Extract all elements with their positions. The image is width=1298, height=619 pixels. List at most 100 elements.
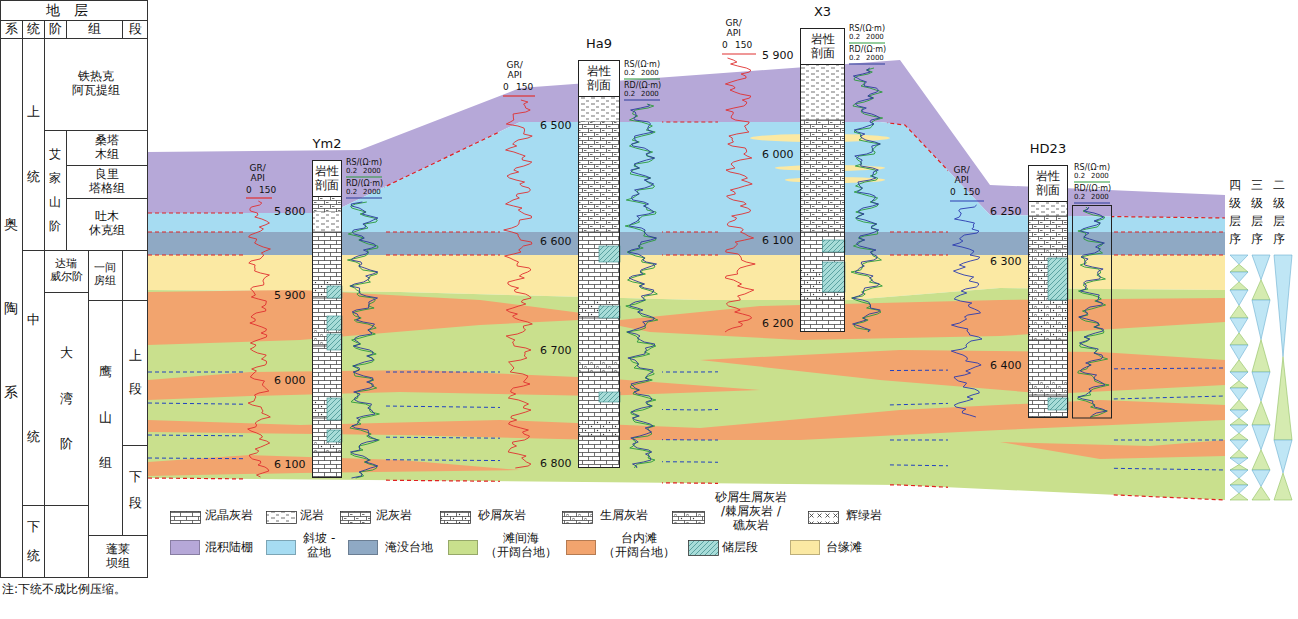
label-box: 四级层序 [1229, 176, 1241, 248]
legend-text: 泥岩 [300, 509, 324, 523]
strat-table-grid [22, 505, 88, 506]
rd-curve [1078, 207, 1107, 417]
label-box: 一间 房组 [88, 250, 122, 300]
sequence-symbol [1230, 360, 1248, 372]
table-cell: 下统 [27, 513, 40, 570]
legend-item: 砂屑生屑灰岩 /棘屑灰岩 /礁灰岩 [712, 491, 790, 532]
legend-sample [673, 512, 705, 524]
depth-number: 6 250 [990, 206, 1022, 219]
legend-text: 台内滩 （开阔台地） [600, 532, 678, 560]
sequence-boundaries [148, 458, 1225, 470]
depth-number: 6 700 [540, 345, 572, 358]
table-cell: 艾家山阶 [49, 142, 61, 238]
reservoir-interval [327, 430, 342, 442]
lithology-interval [800, 120, 845, 232]
facies-bands [148, 60, 1225, 500]
scale-value: 0.2 [1074, 172, 1085, 180]
reservoir-interval [327, 398, 342, 420]
sequence-symbol [1230, 478, 1248, 485]
label-box: 鹰山组 [88, 300, 122, 535]
label-box: 6 300 [990, 256, 1022, 269]
label-box: 2000 [641, 69, 659, 77]
scale-value: 0 [722, 40, 728, 50]
label-box: RD/(Ω·m) [346, 179, 383, 188]
scale-bar [1074, 181, 1110, 182]
log-track-name: GR/ API [503, 60, 526, 81]
depth-number: 5 900 [762, 50, 794, 63]
sequence-heading: 二级层序 [1273, 176, 1285, 248]
table-cell: 一间 房组 [91, 262, 119, 287]
scale-value: 0.2 [346, 167, 357, 175]
label-box: RS/(Ω·m) [1074, 163, 1110, 172]
sequence-boundaries [148, 396, 1225, 410]
scale-bar [346, 197, 382, 198]
legend-sample [267, 512, 297, 524]
label-box: 6 200 [762, 318, 794, 331]
strat-table-grid [122, 445, 148, 446]
table-cell: 大湾阶 [60, 330, 73, 467]
lithology-interval [800, 65, 845, 120]
strat-table-grid [44, 292, 88, 293]
sequence-symbol [1230, 282, 1248, 290]
sequence-symbol [1230, 381, 1248, 388]
label-box: 吐木 休克组 [66, 198, 148, 250]
sequence-boundaries [148, 478, 1225, 500]
lithology-interval [1028, 216, 1068, 250]
sequence-symbol [1230, 418, 1248, 425]
sequence-symbol [1252, 372, 1270, 401]
facies-bands [700, 350, 1225, 394]
label-box: RD/(Ω·m) [1074, 184, 1111, 193]
sequence-heading: 四级层序 [1229, 176, 1241, 248]
legend-sample [171, 512, 201, 524]
well-column: X3岩性剖面 [800, 28, 845, 332]
label-box: 0 [246, 185, 252, 195]
sequence-symbol [1230, 388, 1248, 400]
label-box: 0.2 [1074, 172, 1085, 180]
lithology-interval [578, 360, 620, 372]
scale-bar [849, 42, 885, 43]
sequence-symbol [1230, 470, 1248, 478]
bed-boundary [312, 232, 342, 233]
legend-sample [341, 512, 371, 524]
label-box: 6 800 [540, 458, 572, 471]
reservoir-interval [599, 246, 620, 262]
label-box: 0 [950, 187, 956, 197]
label-box: 2000 [641, 90, 659, 98]
legend-item: 砂屑灰岩 [478, 509, 526, 523]
reservoir-interval [599, 392, 620, 402]
label-box: 铁热克 阿瓦提组 [44, 38, 148, 130]
lithology-column [312, 197, 342, 478]
sequence-symbol [1274, 473, 1292, 500]
well-name: HD23 [1030, 142, 1066, 157]
strat-table-grid [66, 165, 148, 166]
table-cell: 桑塔 木组 [86, 134, 128, 162]
note: 注:下统不成比例压缩。 [2, 583, 126, 597]
label-box: 阶 [44, 20, 66, 38]
label-box: 中统 [22, 250, 44, 505]
log-track-frame [1073, 206, 1112, 419]
sequence-symbol [1230, 493, 1248, 500]
strat-table-grid [22, 20, 23, 578]
column-title: 岩性剖面 [811, 32, 835, 61]
label-box: 桑塔 木组 [66, 130, 148, 165]
sequence-boundaries [148, 122, 1225, 218]
rs-curve [851, 68, 883, 332]
table-header: 段 [129, 22, 142, 37]
log-track-name: RS/(Ω·m) [1074, 163, 1110, 172]
rs-curve [625, 104, 658, 468]
sequence-symbol [1252, 401, 1270, 425]
legend-text: 泥灰岩 [376, 509, 412, 523]
label-box: 系 [0, 20, 22, 38]
bed-boundary [800, 232, 845, 233]
table-cell: 铁热克 阿瓦提组 [69, 70, 123, 98]
facies-bands [1000, 440, 1225, 459]
legend-text: 储层段 [722, 541, 758, 555]
legend-text: 泥晶灰岩 [205, 509, 253, 523]
column-header: 岩性剖面 [313, 161, 341, 197]
label-box: 150 [516, 82, 533, 92]
label-box: RS/(Ω·m) [346, 158, 382, 167]
label-box: 150 [735, 40, 752, 50]
table-header: 统 [27, 22, 40, 37]
well-column: HD23岩性剖面 [1028, 165, 1068, 418]
scale-value: 0.2 [346, 188, 357, 196]
